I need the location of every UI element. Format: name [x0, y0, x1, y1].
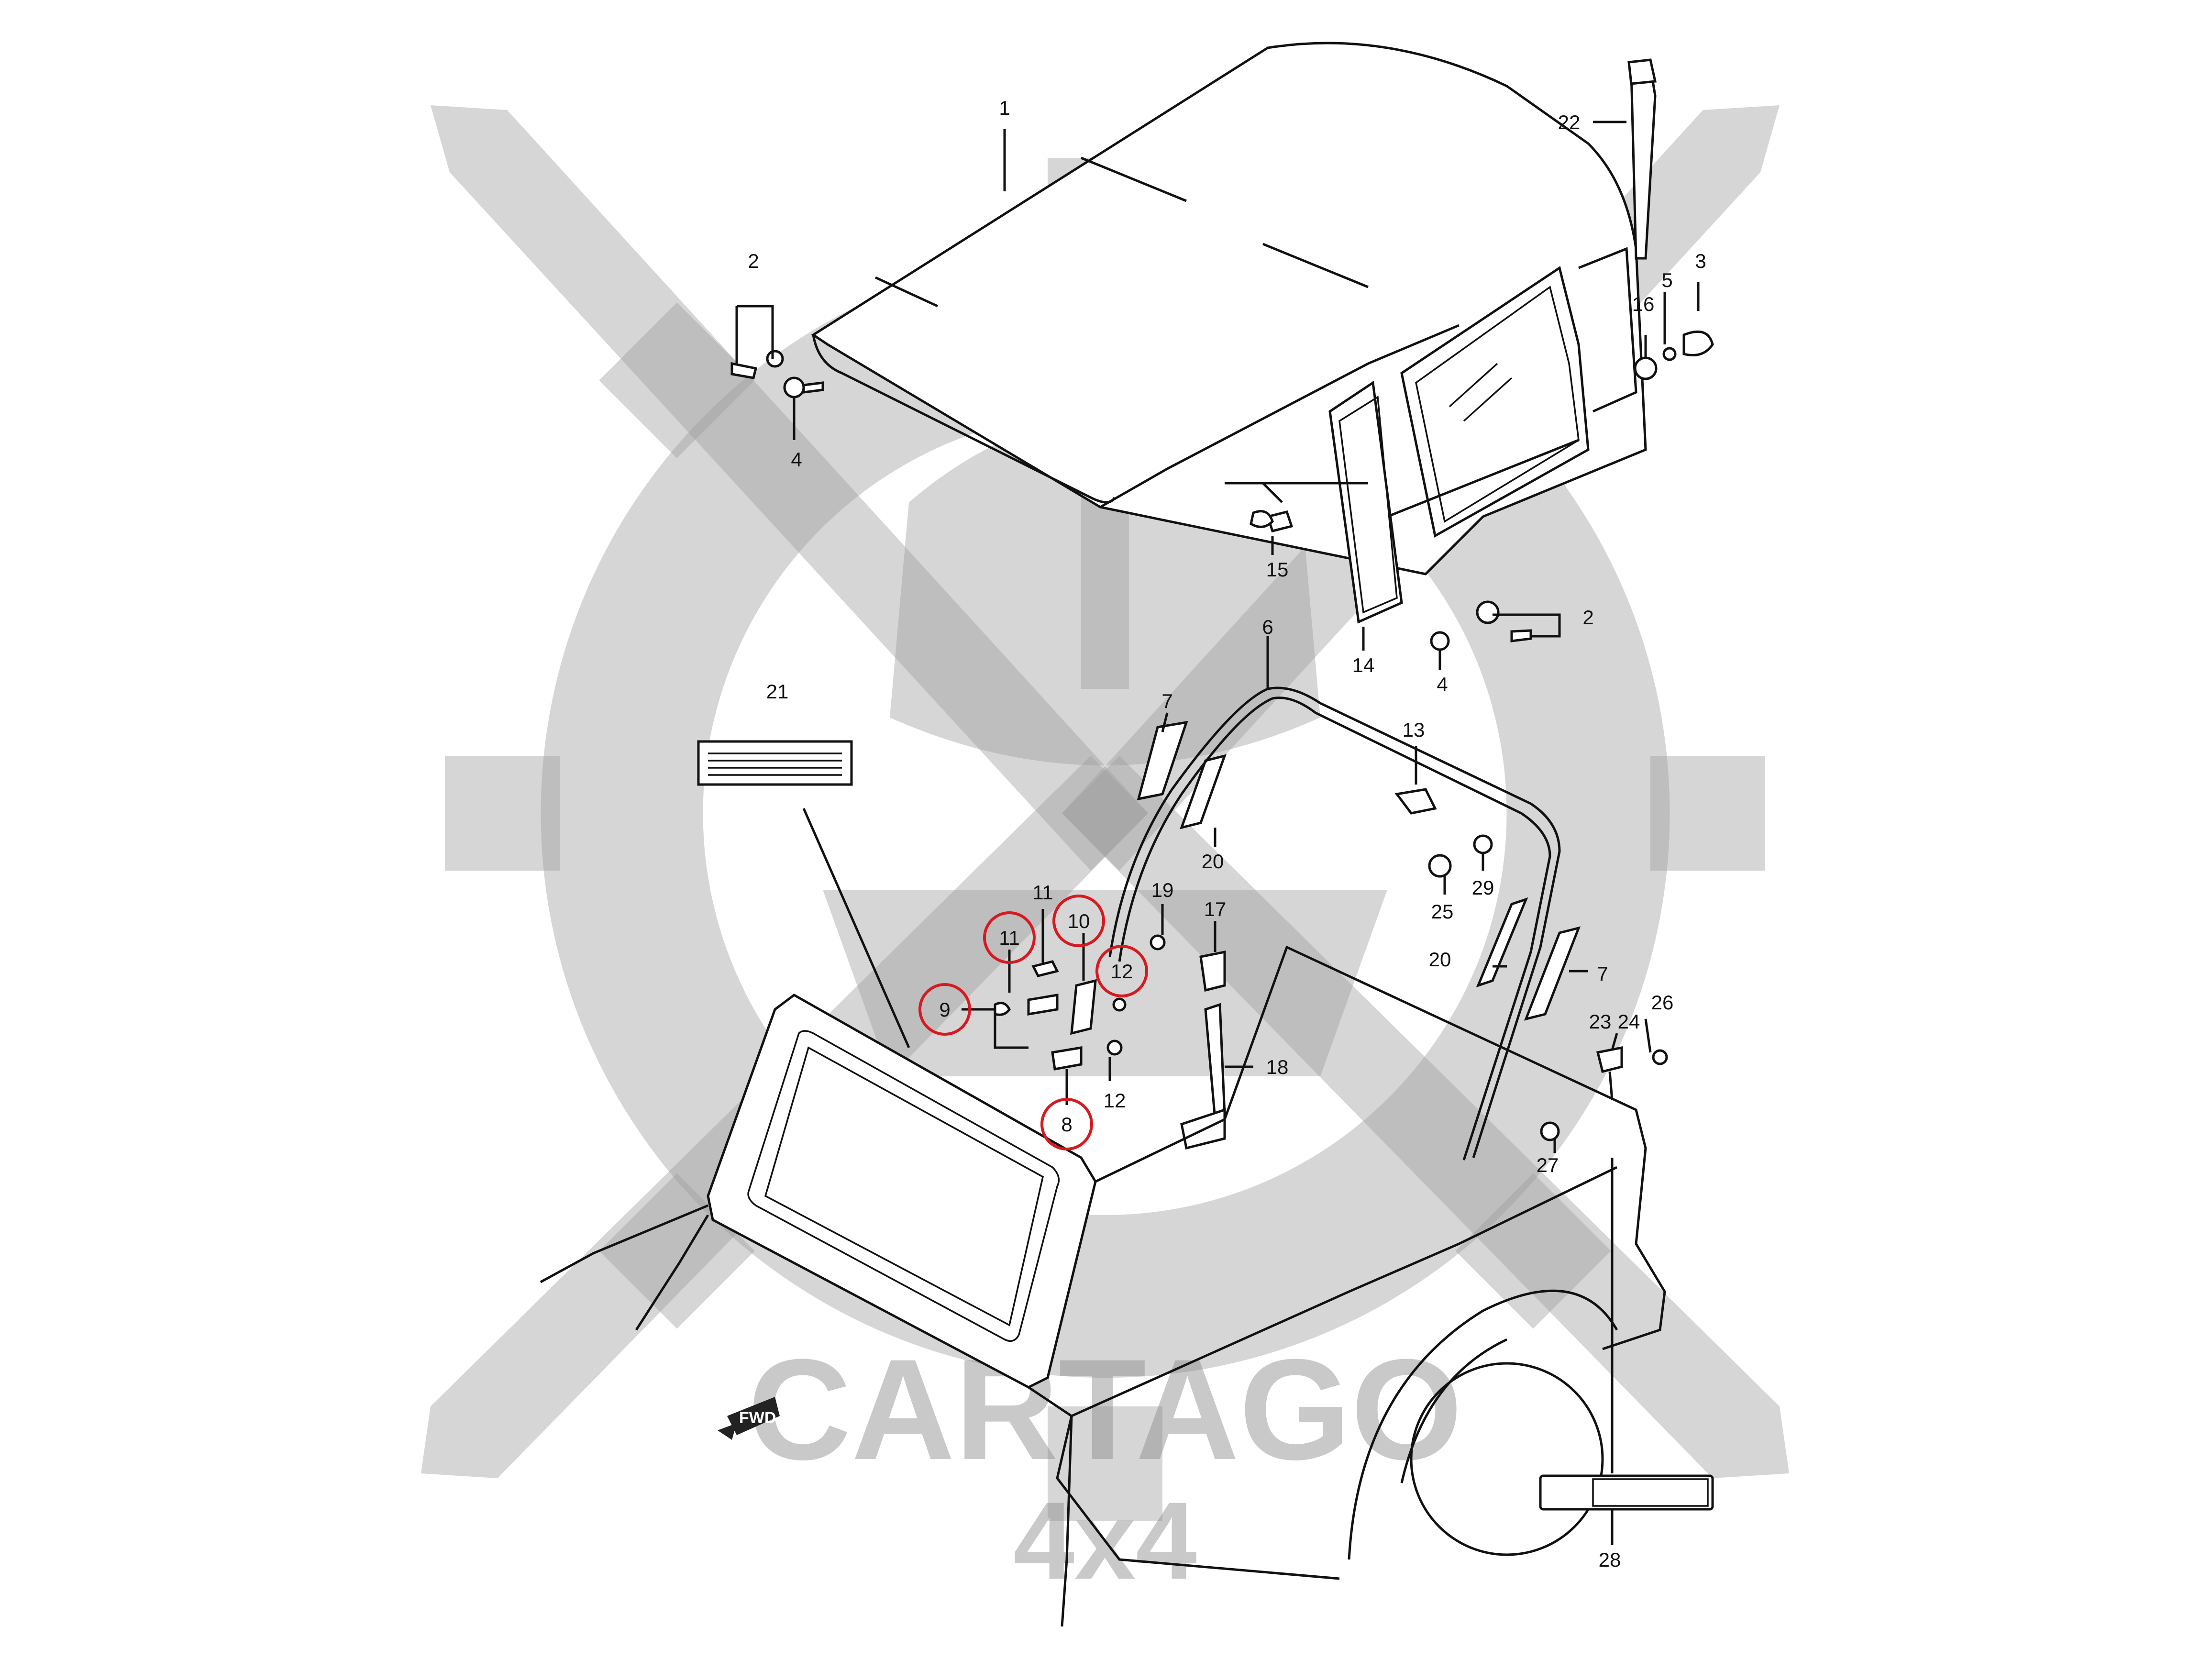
callout-15: 15	[1266, 558, 1289, 581]
callout-7-left: 7	[1161, 690, 1172, 712]
highlight-ring-11	[983, 911, 1036, 964]
callout-11-top: 11	[1032, 881, 1053, 904]
callout-8: 8	[1061, 1113, 1072, 1136]
fwd-label: FWD	[739, 1409, 776, 1427]
watermark-sword-left	[431, 105, 1148, 871]
callout-20-right: 20	[1429, 948, 1451, 971]
side-label-28	[1539, 1474, 1714, 1511]
strap-22	[1627, 58, 1657, 260]
hard-top	[811, 42, 1647, 575]
roll-bar	[1108, 686, 1561, 1161]
watermark-brand: CARTAGO	[748, 1329, 1462, 1490]
callout-12: 12	[1104, 1089, 1126, 1112]
hardware	[730, 330, 1714, 1150]
callout-11: 11	[999, 927, 1020, 949]
callout-27: 27	[1537, 1154, 1559, 1176]
callout-4-right: 4	[1437, 673, 1448, 696]
callout-12-top: 12	[1111, 960, 1133, 983]
callout-13: 13	[1403, 719, 1425, 741]
callout-14: 14	[1352, 654, 1375, 676]
callout-1: 1	[999, 97, 1010, 119]
callout-2-top: 2	[748, 250, 759, 272]
callout-5: 5	[1661, 269, 1672, 291]
highlight-ring-9	[918, 983, 971, 1036]
callout-17: 17	[1204, 898, 1227, 920]
callout-3: 3	[1695, 250, 1706, 272]
callout-28: 28	[1599, 1548, 1621, 1571]
callout-24: 24	[1618, 1010, 1640, 1033]
callout-4-top: 4	[791, 448, 802, 471]
callout-9: 9	[939, 998, 950, 1021]
callout-25: 25	[1431, 900, 1454, 923]
highlight-rings	[918, 895, 1148, 1150]
vehicle-body: FWD	[540, 740, 1714, 1627]
callout-7-right: 7	[1597, 962, 1608, 985]
callout-10: 10	[1068, 910, 1090, 932]
callout-29: 29	[1472, 876, 1494, 899]
callout-21: 21	[766, 680, 789, 703]
callout-23: 23	[1589, 1010, 1612, 1033]
label-21	[697, 740, 853, 786]
highlight-ring-8	[1040, 1098, 1093, 1150]
callout-20-left: 20	[1202, 850, 1224, 873]
callout-22: 22	[1558, 111, 1581, 133]
highlight-ring-12	[1095, 945, 1148, 997]
callout-numbers: 1 2 3 4 5 16 22 15 14 2 4 6 7 20 13 25 2…	[748, 97, 1706, 1571]
callout-2-right: 2	[1582, 606, 1593, 629]
callout-16: 16	[1632, 293, 1655, 315]
fwd-arrow-icon: FWD	[718, 1397, 780, 1440]
highlight-ring-10	[1052, 895, 1105, 947]
callout-19: 19	[1151, 879, 1174, 901]
seal-strip-14	[1328, 380, 1403, 624]
callout-18: 18	[1266, 1056, 1289, 1078]
callout-6: 6	[1262, 616, 1273, 638]
callout-26: 26	[1651, 991, 1674, 1014]
